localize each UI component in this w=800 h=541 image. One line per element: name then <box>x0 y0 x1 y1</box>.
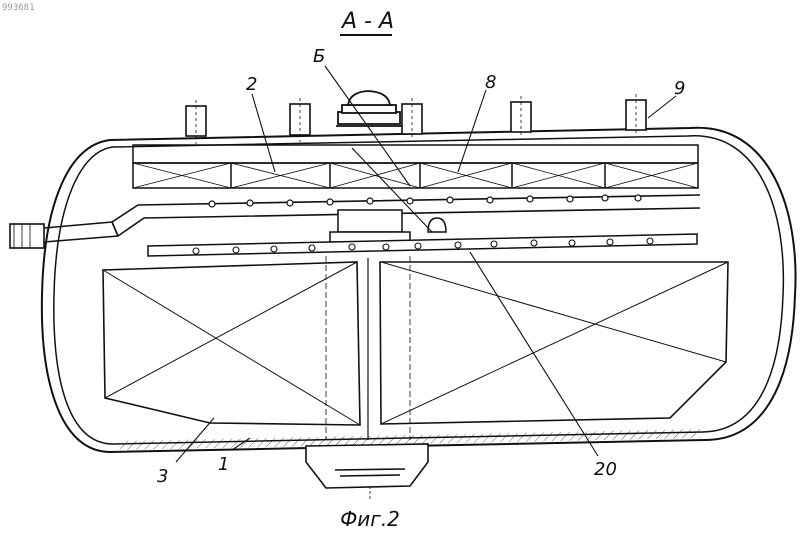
section-title: А - А <box>340 9 394 34</box>
label-6: Б <box>313 46 325 67</box>
corner-code: 993681 <box>2 3 35 13</box>
figure-caption: Фиг.2 <box>340 507 400 531</box>
label-1: 1 <box>218 454 229 475</box>
lower-distributor <box>148 234 697 256</box>
label-2: 2 <box>246 74 257 95</box>
label-9: 9 <box>674 78 685 99</box>
label-3: 3 <box>157 466 168 487</box>
bottom-outlet <box>306 444 428 500</box>
upper-filter-band <box>133 145 698 188</box>
vessel-shell <box>42 128 796 452</box>
label-8: 8 <box>485 72 496 93</box>
label-20: 20 <box>594 459 617 480</box>
lower-cassettes <box>103 256 728 440</box>
